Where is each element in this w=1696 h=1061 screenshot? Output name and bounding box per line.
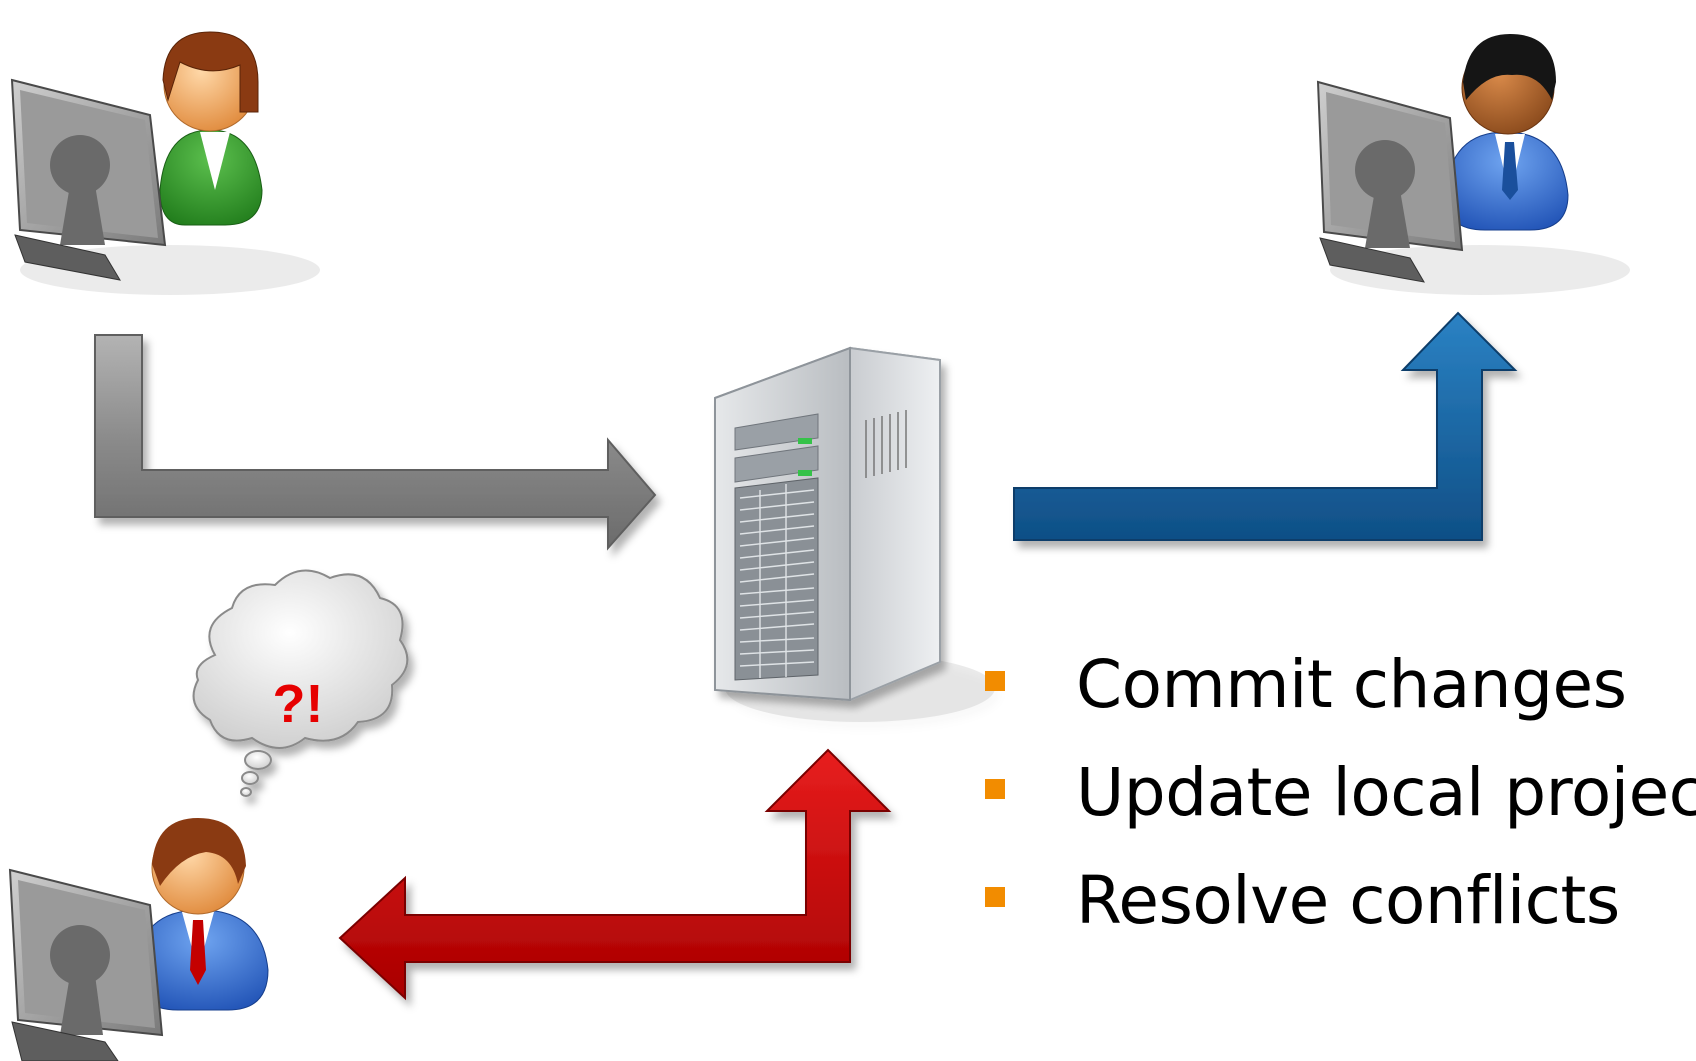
server-icon <box>714 346 995 722</box>
step-item: Resolve conflicts <box>985 846 1696 954</box>
developer-bottom-left-icon <box>8 818 269 1061</box>
conflict-arrow <box>338 748 892 1001</box>
step-label: Resolve conflicts <box>1076 861 1620 939</box>
bullet-square-icon <box>985 887 1005 907</box>
thought-bubble-text: ?! <box>273 674 324 734</box>
bullet-square-icon <box>985 671 1005 691</box>
step-item: Update local project <box>985 738 1696 846</box>
update-arrow <box>1013 311 1518 541</box>
step-label: Update local project <box>1076 753 1696 831</box>
step-label: Commit changes <box>1076 645 1627 723</box>
thought-bubble-icon <box>192 569 409 797</box>
developer-top-right-icon <box>1316 34 1630 295</box>
step-item: Commit changes <box>985 630 1696 738</box>
bullet-square-icon <box>985 779 1005 799</box>
steps-list: Commit changes Update local project Reso… <box>985 630 1696 954</box>
developer-top-left-icon <box>10 31 320 295</box>
commit-arrow <box>94 334 657 551</box>
